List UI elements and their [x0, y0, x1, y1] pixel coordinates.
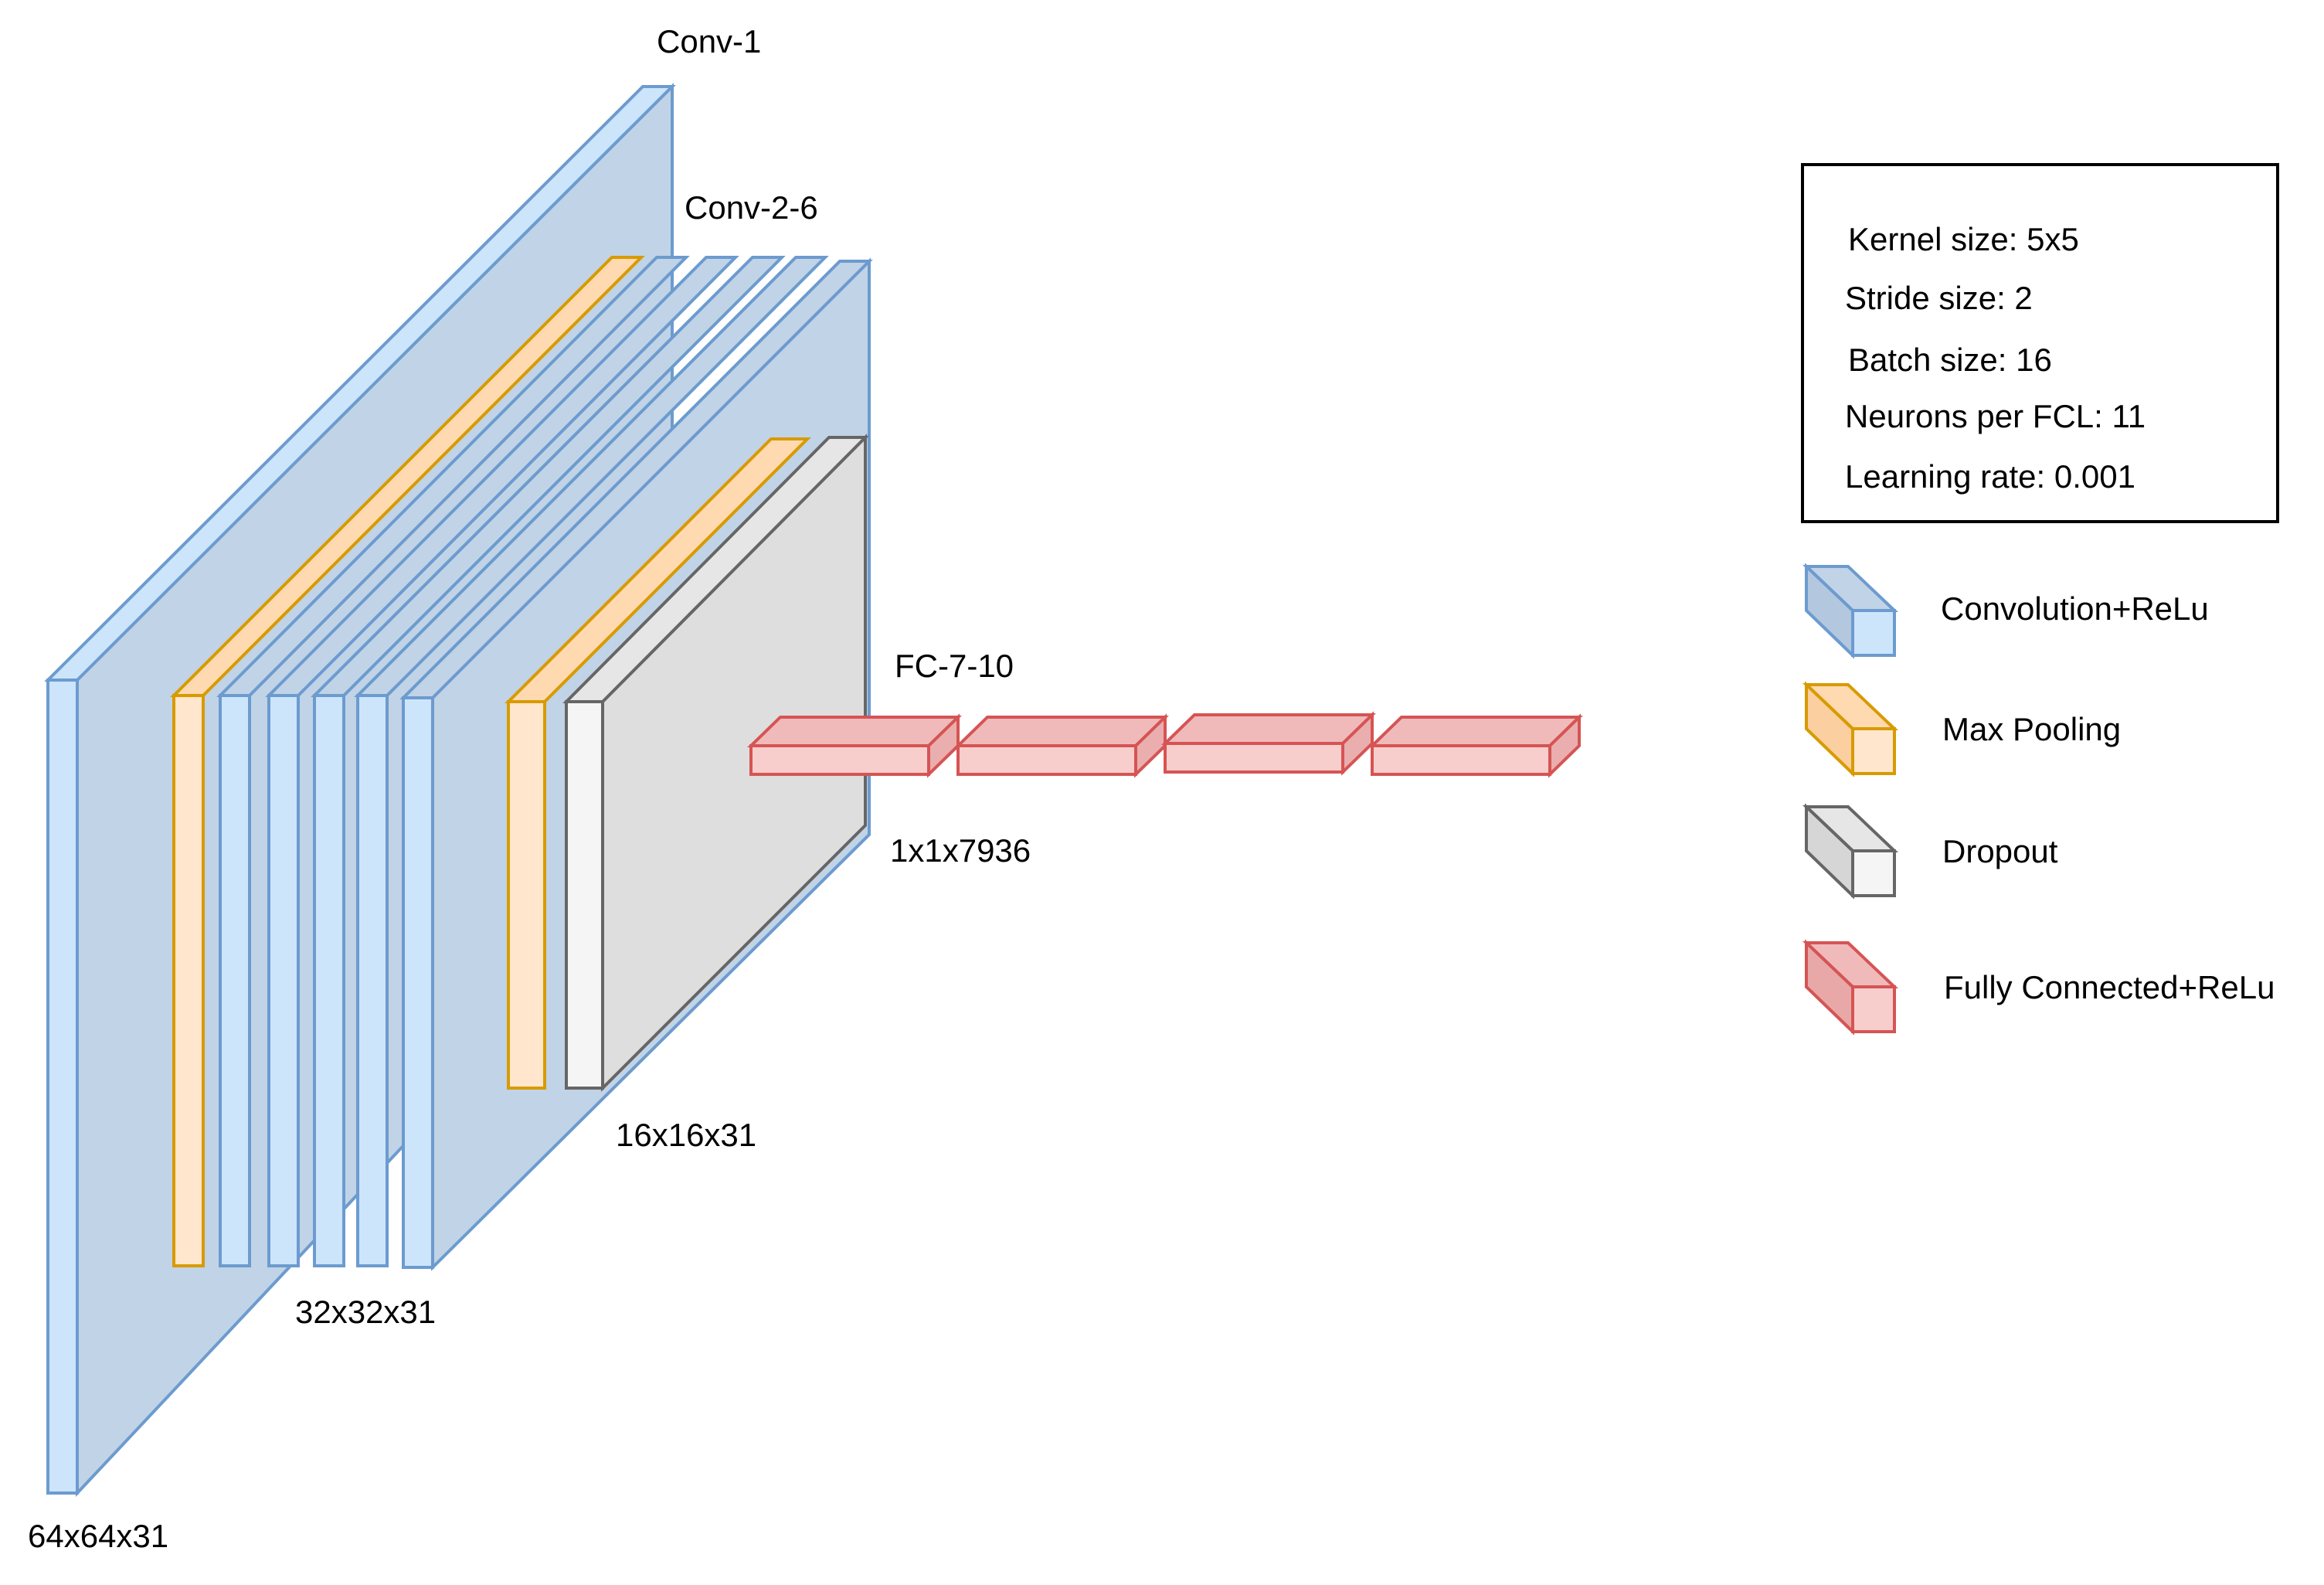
legend-cube-max-pooling [1802, 681, 1899, 777]
dropout-front-face [565, 700, 604, 1090]
conv2-6-label: Conv-2-6 [685, 189, 818, 226]
legend-item-dropout: Dropout [1802, 803, 2058, 900]
dim-32-label: 32x32x31 [295, 1294, 436, 1330]
conv6-front-face [402, 696, 434, 1269]
dim-16-label: 16x16x31 [616, 1117, 756, 1153]
fc10-layer [1368, 713, 1583, 778]
fc-layers [747, 711, 1583, 778]
hyperparameter-neurons: Neurons per FCL: 11 [1845, 398, 2146, 434]
legend-label-fully-connected: Fully Connected+ReLu [1944, 969, 2275, 1005]
dim-64-label: 64x64x31 [28, 1518, 168, 1554]
pool1-front-face [172, 694, 205, 1267]
legend-item-max-pooling: Max Pooling [1802, 681, 2121, 777]
conv4-front-face [313, 694, 345, 1267]
conv3-front-face [267, 694, 300, 1267]
hyperparameter-stride: Stride size: 2 [1845, 280, 2033, 316]
legend-label-max-pooling: Max Pooling [1942, 711, 2121, 747]
legend-label-dropout: Dropout [1942, 833, 2058, 869]
dim-fc-label: 1x1x7936 [890, 832, 1031, 869]
fc7-10-label: FC-7-10 [895, 648, 1014, 684]
legend-cube-convolution [1802, 563, 1899, 659]
hyperparameter-learning-rate: Learning rate: 0.001 [1845, 458, 2135, 495]
legend-cube-dropout [1802, 803, 1899, 900]
hyperparameter-box: Kernel size: 5x5 Stride size: 2 Batch si… [1801, 163, 2279, 523]
fc8-layer [954, 713, 1169, 778]
legend: Convolution+ReLu Max Pooling Dropout [1802, 563, 2275, 1036]
conv1-label: Conv-1 [657, 23, 761, 60]
hyperparameter-kernel: Kernel size: 5x5 [1848, 221, 2079, 257]
pool-dropout-block [505, 434, 869, 1092]
fc9-layer [1161, 711, 1376, 776]
conv2-front-face [219, 694, 251, 1267]
legend-item-convolution: Convolution+ReLu [1802, 563, 2209, 659]
hyperparameter-box-frame [1801, 163, 2279, 523]
conv1-front-face [46, 679, 79, 1495]
legend-cube-fully-connected [1802, 939, 1899, 1036]
pool2-front-face [507, 700, 546, 1090]
fc7-layer [747, 713, 962, 778]
conv5-front-face [356, 694, 389, 1267]
hyperparameter-batch: Batch size: 16 [1848, 342, 2052, 378]
legend-item-fully-connected: Fully Connected+ReLu [1802, 939, 2275, 1036]
legend-label-convolution: Convolution+ReLu [1941, 590, 2209, 627]
